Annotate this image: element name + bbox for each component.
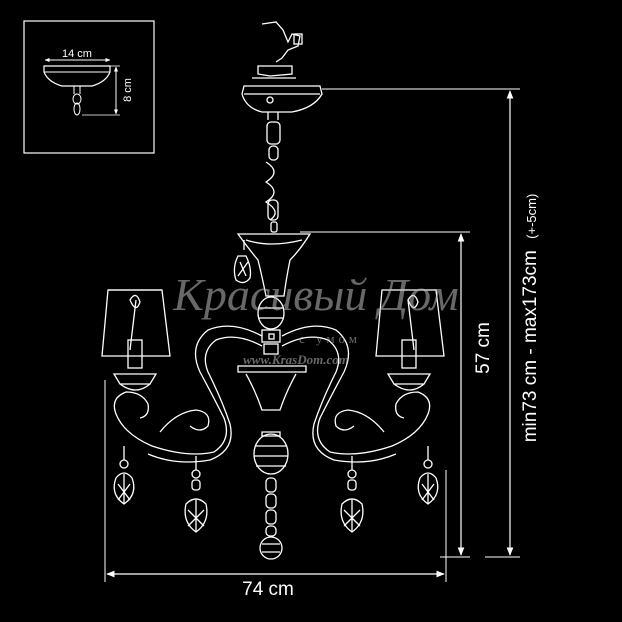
watermark-brand: Красивый Дом xyxy=(172,269,458,320)
inset-height-label: 8 cm xyxy=(122,78,134,102)
chandelier xyxy=(101,21,445,560)
total-width-dimension: 74 cm xyxy=(104,380,447,600)
body-height-dimension: 57 cm xyxy=(300,231,494,558)
total-width-label: 74 cm xyxy=(242,579,294,600)
total-height-tolerance: (+-5cm) xyxy=(524,194,539,239)
body-height-label: 57 cm xyxy=(473,322,494,374)
total-height-dimension: min73 cm - max173cm (+-5cm) xyxy=(322,88,541,558)
total-height-label: min73 cm - max173cm xyxy=(520,250,541,442)
watermark: Красивый Дом с умом www.KrasDom.com xyxy=(172,269,458,367)
svg-text:min73 cm - max173cm (+-5: min73 cm - max173cm (+-5cm) xyxy=(520,194,541,443)
watermark-url: www.KrasDom.com xyxy=(243,352,349,367)
canopy-inset: 14 cm 8 cm xyxy=(23,20,155,154)
watermark-tagline: с умом xyxy=(299,331,361,346)
inset-width-label: 14 cm xyxy=(62,48,92,60)
